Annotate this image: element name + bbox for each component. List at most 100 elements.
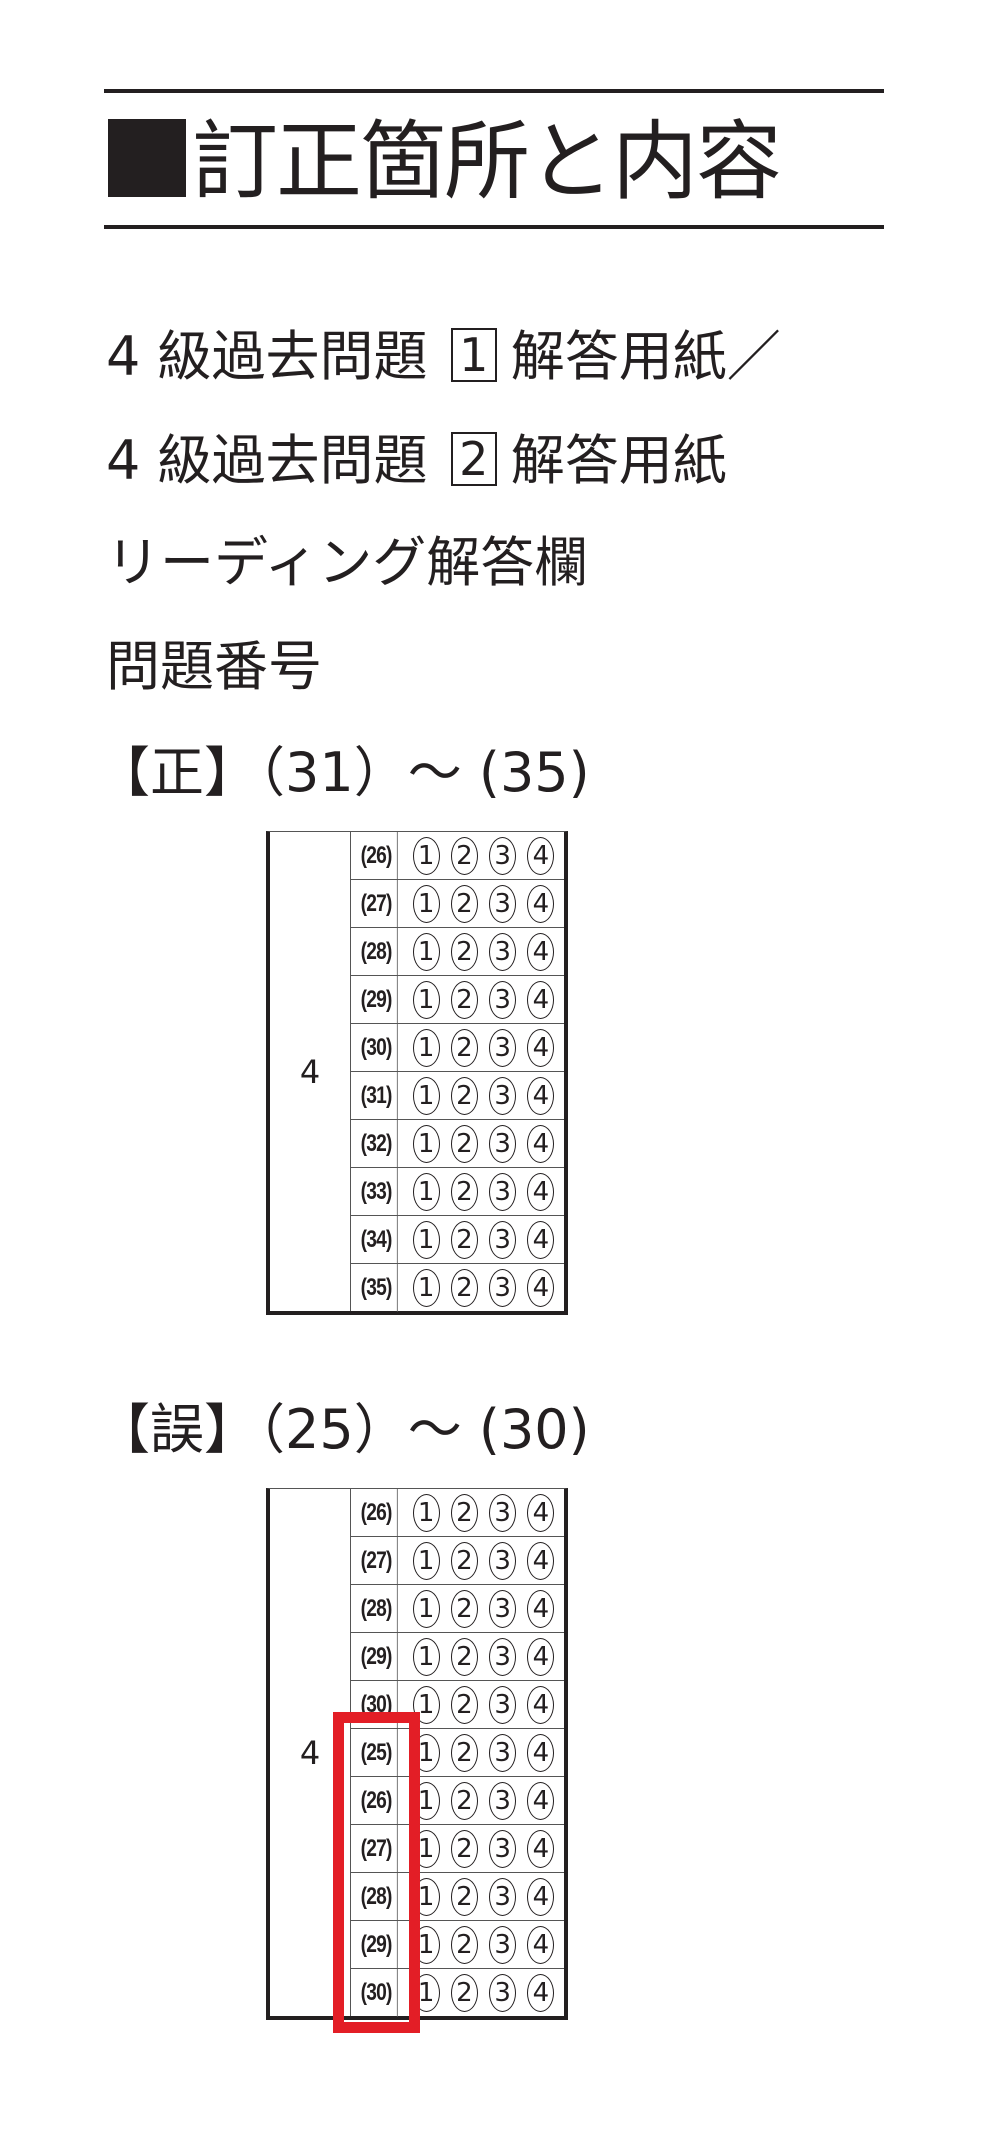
choice-bubble-4: 4 bbox=[527, 1493, 555, 1532]
question-number: (26) bbox=[355, 1777, 398, 1824]
choice-bubble-1: 1 bbox=[412, 932, 440, 971]
choice-bubble-1: 1 bbox=[412, 1076, 440, 1115]
line-reading-section: リーディング解答欄 bbox=[106, 531, 589, 594]
choice-bubble-3: 3 bbox=[489, 836, 517, 875]
question-number: (27) bbox=[355, 1537, 398, 1584]
choice-bubble-3: 3 bbox=[489, 1493, 517, 1532]
answer-sheet-label: 解答用紙／ bbox=[510, 325, 781, 388]
choice-bubble-4: 4 bbox=[527, 1269, 555, 1307]
choice-bubble-3: 3 bbox=[489, 1076, 517, 1115]
choice-bubble-2: 2 bbox=[450, 1829, 478, 1868]
question-number: (27) bbox=[355, 1825, 398, 1872]
choice-bubble-3: 3 bbox=[489, 1028, 517, 1067]
choice-bubble-2: 2 bbox=[450, 980, 478, 1019]
choice-bubble-3: 3 bbox=[489, 1124, 517, 1163]
choice-bubble-3: 3 bbox=[489, 1589, 517, 1628]
choice-bubble-2: 2 bbox=[450, 836, 478, 875]
heading-bottom-rule bbox=[104, 225, 884, 229]
choice-bubble-3: 3 bbox=[489, 1925, 517, 1964]
choice-bubble-1: 1 bbox=[412, 1220, 440, 1259]
boxed-number: 2 bbox=[450, 432, 497, 486]
choice-bubble-3: 3 bbox=[489, 932, 517, 971]
group-number: 4 bbox=[270, 832, 351, 1311]
choice-bubble-4: 4 bbox=[527, 1781, 555, 1820]
choice-bubble-4: 4 bbox=[527, 1829, 555, 1868]
choice-bubble-1: 1 bbox=[412, 1637, 440, 1676]
heading-title: 訂正箇所と内容 bbox=[192, 112, 782, 212]
choice-bubble-3: 3 bbox=[489, 1637, 517, 1676]
answer-sheet-label: 解答用紙 bbox=[510, 429, 727, 492]
choice-bubble-2: 2 bbox=[450, 1733, 478, 1772]
choice-bubble-1: 1 bbox=[412, 836, 440, 875]
choice-bubble-4: 4 bbox=[527, 1028, 555, 1067]
group-number: 4 bbox=[270, 1489, 351, 2016]
choice-bubble-2: 2 bbox=[450, 1974, 478, 2012]
choice-bubble-3: 3 bbox=[489, 1269, 517, 1307]
choice-bubble-3: 3 bbox=[489, 1877, 517, 1916]
choice-bubble-2: 2 bbox=[450, 1589, 478, 1628]
choice-bubble-1: 1 bbox=[412, 980, 440, 1019]
question-number: (27) bbox=[355, 880, 398, 927]
highlight-box bbox=[333, 1712, 420, 2033]
choice-bubble-1: 1 bbox=[412, 1493, 440, 1532]
choice-bubble-4: 4 bbox=[527, 1541, 555, 1580]
choice-bubble-4: 4 bbox=[527, 1733, 555, 1772]
choice-bubble-4: 4 bbox=[527, 1076, 555, 1115]
correct-label: 【正】（31）～ (35) bbox=[96, 741, 590, 804]
choice-bubble-4: 4 bbox=[527, 980, 555, 1019]
choice-bubble-4: 4 bbox=[527, 1925, 555, 1964]
choice-bubble-4: 4 bbox=[527, 932, 555, 971]
question-number: (32) bbox=[355, 1120, 398, 1167]
choice-bubble-1: 1 bbox=[412, 1028, 440, 1067]
question-number: (35) bbox=[355, 1264, 398, 1312]
choice-bubble-3: 3 bbox=[489, 1172, 517, 1211]
choice-bubble-4: 4 bbox=[527, 1220, 555, 1259]
choice-bubble-2: 2 bbox=[450, 932, 478, 971]
question-number: (30) bbox=[355, 1969, 398, 2017]
choice-bubble-3: 3 bbox=[489, 884, 517, 923]
question-number: (28) bbox=[355, 928, 398, 975]
choice-bubble-4: 4 bbox=[527, 1877, 555, 1916]
exam-label: 4 級過去問題 bbox=[106, 325, 428, 388]
choice-bubble-4: 4 bbox=[527, 1172, 555, 1211]
choice-bubble-2: 2 bbox=[450, 1028, 478, 1067]
choice-bubble-2: 2 bbox=[450, 884, 478, 923]
question-number: (30) bbox=[355, 1024, 398, 1071]
choice-bubble-4: 4 bbox=[527, 1685, 555, 1724]
boxed-number: 1 bbox=[450, 328, 497, 382]
question-number: (33) bbox=[355, 1168, 398, 1215]
choice-bubble-4: 4 bbox=[527, 1637, 555, 1676]
choice-bubble-2: 2 bbox=[450, 1541, 478, 1580]
choice-bubble-2: 2 bbox=[450, 1493, 478, 1532]
